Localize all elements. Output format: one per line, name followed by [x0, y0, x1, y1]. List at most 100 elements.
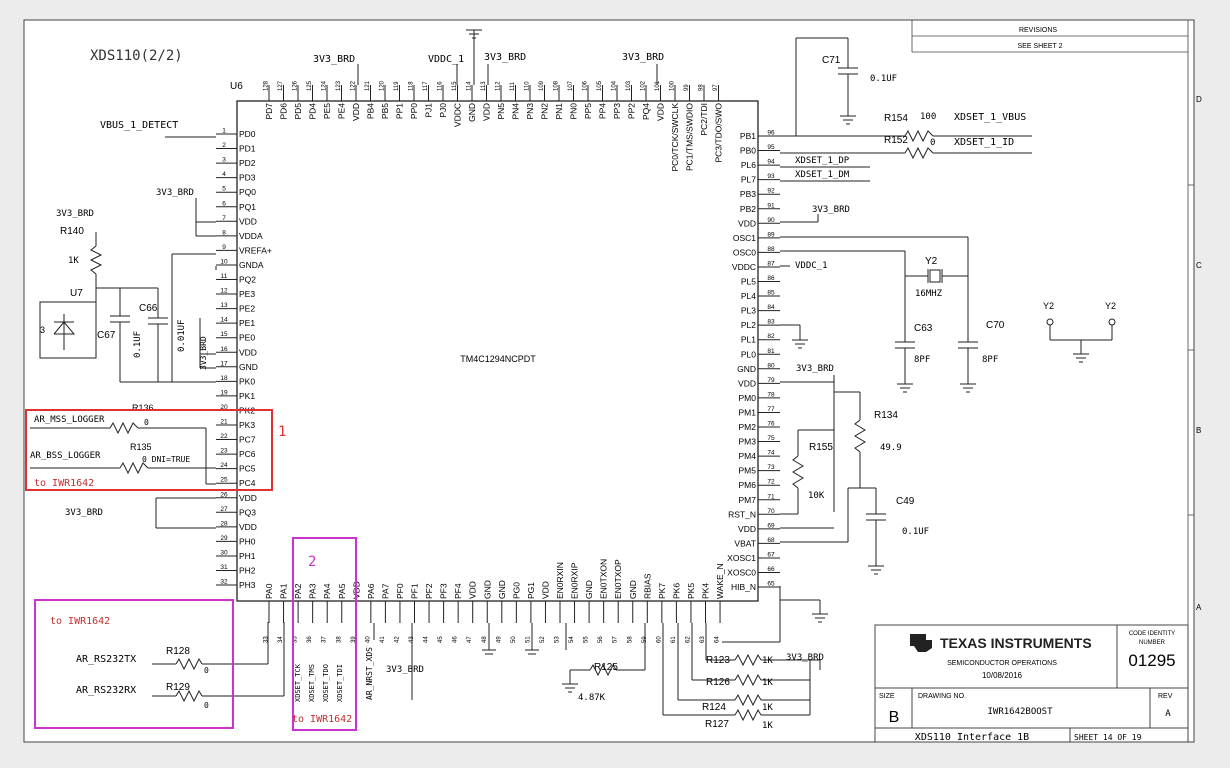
ic-pin-name: PL4: [741, 291, 756, 301]
c49-ref: C49: [896, 496, 915, 507]
ic-pin-number: 63: [700, 636, 706, 643]
ic-pin-name: PK1: [239, 391, 255, 401]
net-xdset-tdi: XDSET_TDI: [336, 664, 344, 702]
ic-pin-number: 69: [767, 522, 775, 529]
ic-pin-number: 74: [767, 450, 775, 457]
ic-pin-name: PE4: [337, 103, 347, 119]
ic-pin-name: PM2: [739, 422, 757, 432]
ic-pin-name: EN0RXIP: [570, 562, 580, 599]
net-3v3-vdd79: 3V3_BRD: [796, 364, 834, 374]
ic-part-number: TM4C1294NCPDT: [460, 354, 536, 364]
ic-pin-name: PF0: [395, 583, 405, 599]
r129-value: 0: [204, 701, 209, 710]
ic-pin-name: PQ3: [239, 507, 256, 517]
c70-value: 8PF: [982, 355, 998, 365]
ic-pin-number: 27: [220, 506, 228, 513]
ic-pin-name: PG1: [526, 582, 536, 599]
ic-pin-name: GND: [497, 580, 507, 599]
ic-pin-number: 75: [767, 435, 775, 442]
ic-pin-name: PB4: [366, 103, 376, 119]
ic-pin-number: 61: [671, 636, 677, 643]
ic-pin-name: EN0RXIN: [555, 562, 565, 599]
ic-pin-name: VDD: [239, 493, 257, 503]
size-value: B: [889, 709, 900, 726]
highlight-box-2-note: to IWR1642: [292, 714, 352, 725]
ic-pin-number: 12: [220, 288, 228, 295]
ic-pin-name: PD3: [239, 173, 256, 183]
ic-pin-name: VDDC: [732, 262, 756, 272]
ic-pin-number: 104: [612, 80, 618, 91]
ic-pin-number: 91: [767, 202, 775, 209]
ic-pin-name: PA5: [337, 583, 347, 599]
ic-pin-name: PQ1: [239, 202, 256, 212]
ic-pin-name: PH2: [239, 566, 256, 576]
ic-pin-name: PL3: [741, 306, 756, 316]
ic-pins-bottom: 33PA034PA135PA236PA337PA438PA539VDD40PA6…: [264, 559, 726, 643]
ic-pin-number: 8: [222, 229, 226, 236]
ic-pin-number: 122: [351, 80, 357, 91]
ic-pin-number: 14: [220, 317, 228, 324]
net-xdset-vbus: XDSET_1_VBUS: [954, 112, 1026, 123]
ic-pin-name: PE5: [322, 103, 332, 119]
net-vddc1-top: VDDC_1: [428, 54, 464, 65]
ic-pin-number: 109: [539, 80, 545, 91]
r135-value: 0 DNI=TRUE: [142, 455, 190, 464]
ic-pin-number: 100: [670, 80, 676, 91]
ic-pin-name: VDD: [351, 103, 361, 121]
ic-pin-number: 23: [220, 448, 228, 455]
net-ar-nrst-xds: AR_NRST_XDS: [365, 647, 374, 700]
ic-pin-name: PB2: [740, 204, 756, 214]
ti-logo-icon: [910, 634, 932, 652]
ic-pin-number: 64: [715, 636, 721, 643]
r127-ref: R127: [705, 719, 729, 730]
ic-pin-number: 51: [525, 636, 531, 643]
net-xdset-tck: XDSET_TCK: [294, 663, 302, 702]
ic-pin-name: EN0TXOP: [613, 559, 623, 599]
ic-pin-name: PJ0: [438, 103, 448, 118]
ic-pin-number: 18: [220, 375, 228, 382]
ic-pin-number: 16: [220, 346, 228, 353]
code-identity-label2: NUMBER: [1139, 640, 1166, 646]
sheet-number: SHEET 14 OF 19: [1074, 733, 1142, 742]
ic-pin-number: 116: [438, 81, 444, 91]
highlight-box-2: [292, 537, 357, 731]
sheet-name: XDS110 Interface 1B: [915, 732, 1029, 743]
ic-pin-name: VDD: [738, 378, 756, 388]
ic-pin-name: PQ2: [239, 275, 256, 285]
ic-pin-number: 26: [220, 491, 228, 498]
ic-pin-number: 85: [767, 290, 775, 297]
ic-pin-name: PE1: [239, 318, 255, 328]
ic-pin-name: PK3: [239, 420, 255, 430]
net-3v3-left2: 3V3_BRD: [56, 209, 94, 219]
r125-ref: R125: [594, 662, 618, 673]
r135-ref: R135: [130, 442, 152, 452]
ic-pin-name: PM7: [739, 495, 757, 505]
ic-pin-name: PM5: [739, 466, 757, 476]
ic-pin-number: 22: [220, 433, 228, 440]
ic-pin-number: 45: [438, 636, 444, 643]
ic-pin-number: 57: [613, 636, 619, 643]
c66-value: 0.01UF: [177, 319, 187, 352]
r155-value: 10K: [808, 491, 825, 501]
ic-pin-name: PF1: [410, 583, 420, 599]
ic-pin-name: PA7: [380, 583, 390, 599]
ic-pin-name: VDD: [540, 581, 550, 599]
net-3v3-left1: 3V3_BRD: [156, 188, 194, 198]
net-3v3-bottom-right: 3V3_BRD: [786, 653, 824, 663]
u7-pin: 3: [40, 325, 45, 335]
ic-pin-number: 76: [767, 421, 775, 428]
ic-pin-name: PC1/TMS/SWDIO: [685, 103, 695, 171]
ic-pin-name: PM6: [739, 480, 757, 490]
ic-pin-name: PP5: [583, 103, 593, 119]
ic-pin-name: WAKE_N: [715, 563, 725, 599]
ic-pin-name: PB3: [740, 189, 756, 199]
ic-pin-name: PL7: [741, 175, 756, 185]
ic-pin-number: 7: [222, 215, 226, 222]
ic-pin-name: PN3: [525, 103, 535, 120]
ic-pin-number: 97: [713, 84, 719, 91]
ic-pin-number: 44: [424, 636, 430, 643]
ic-pin-number: 1: [222, 128, 226, 135]
highlight-box-1: [25, 409, 273, 491]
ic-pin-name: PA0: [264, 583, 274, 599]
